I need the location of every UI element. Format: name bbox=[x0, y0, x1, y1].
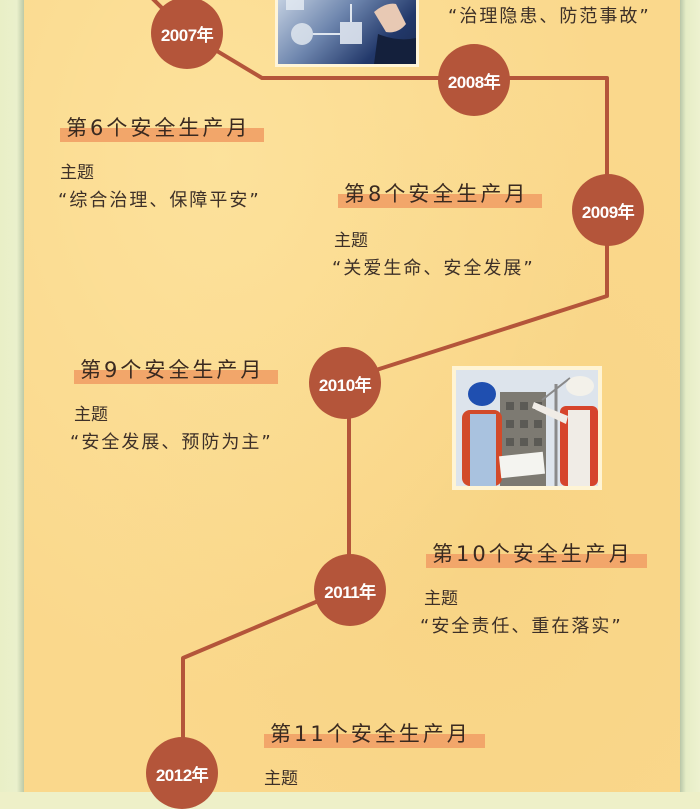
title-highlight bbox=[426, 554, 647, 568]
safety-month-title-10: 第10个安全生产月 bbox=[426, 538, 647, 568]
year-circle-2009: 2009年 bbox=[572, 174, 644, 246]
year-circle-2011: 2011年 bbox=[314, 554, 386, 626]
theme-quote-7th: “治理隐患、防范事故” bbox=[448, 6, 651, 27]
safety-month-title-11: 第11个安全生产月 bbox=[264, 718, 485, 748]
theme-quote-10: “安全责任、重在落实” bbox=[420, 616, 623, 637]
year-circle-2008: 2008年 bbox=[438, 44, 510, 116]
year-circle-2010: 2010年 bbox=[309, 347, 381, 419]
title-text: 第6个安全生产月 bbox=[66, 116, 251, 140]
flowchart-touchscreen-photo bbox=[278, 0, 416, 64]
safety-month-title-9: 第9个安全生产月 bbox=[74, 354, 279, 384]
theme-label-10: 主题 bbox=[424, 589, 458, 609]
theme-label-8: 主题 bbox=[334, 231, 368, 251]
theme-label-9: 主题 bbox=[74, 405, 108, 425]
title-text: 第9个安全生产月 bbox=[80, 358, 265, 382]
construction-workers-photo bbox=[456, 370, 598, 486]
title-highlight bbox=[264, 734, 485, 748]
title-text: 第8个安全生产月 bbox=[344, 182, 529, 206]
title-highlight bbox=[74, 370, 279, 384]
theme-label-11: 主题 bbox=[264, 769, 298, 789]
theme-label-6: 主题 bbox=[60, 163, 94, 183]
theme-quote-8: “关爱生命、安全发展” bbox=[332, 258, 535, 279]
safety-month-title-6: 第6个安全生产月 bbox=[60, 112, 265, 142]
theme-quote-6: “综合治理、保障平安” bbox=[58, 190, 261, 211]
theme-quote-9: “安全发展、预防为主” bbox=[70, 432, 273, 453]
safety-month-title-8: 第8个安全生产月 bbox=[338, 178, 543, 208]
title-highlight bbox=[338, 194, 543, 208]
right-border bbox=[680, 0, 700, 792]
title-text: 第11个安全生产月 bbox=[270, 722, 471, 746]
year-circle-2007: 2007年 bbox=[151, 0, 223, 69]
title-text: 第10个安全生产月 bbox=[432, 542, 633, 566]
title-highlight bbox=[60, 128, 265, 142]
left-border bbox=[0, 0, 24, 792]
year-circle-2012: 2012年 bbox=[146, 737, 218, 809]
